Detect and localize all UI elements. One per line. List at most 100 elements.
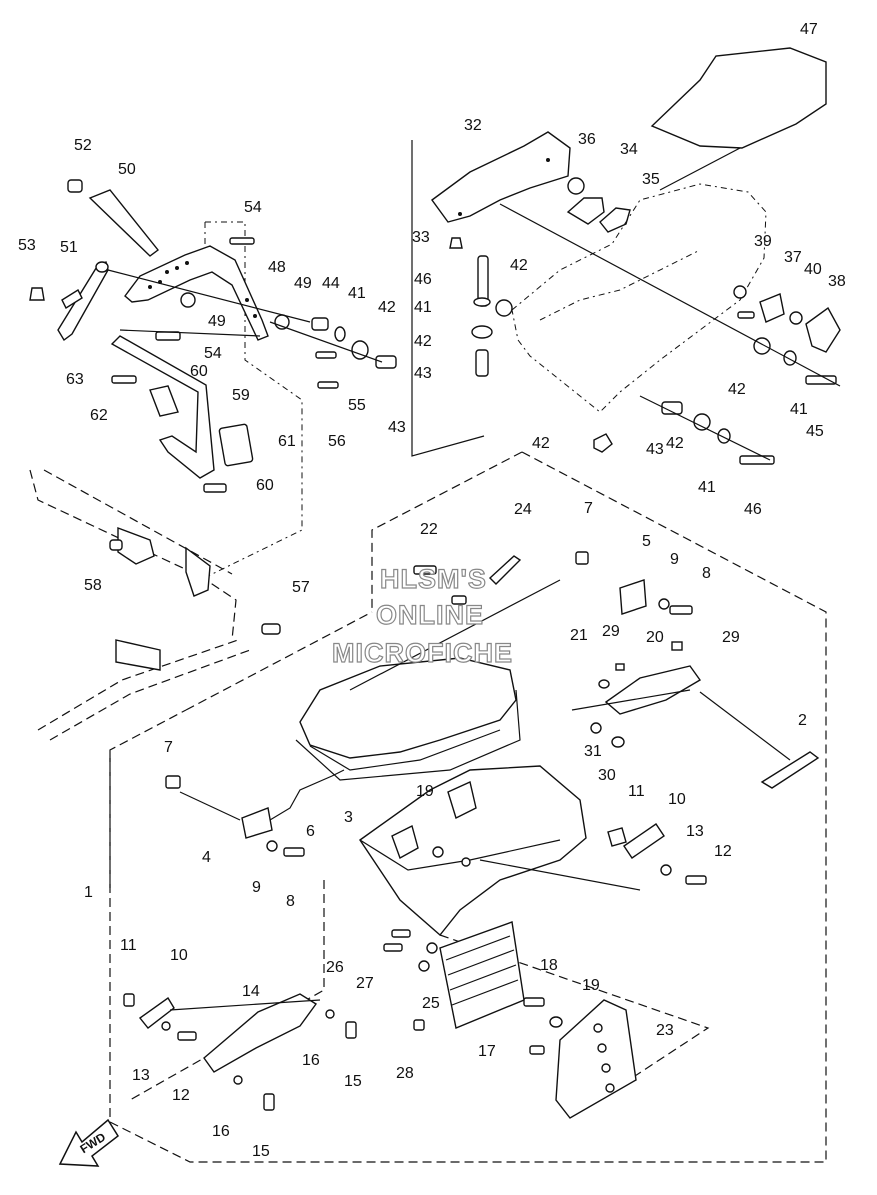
callout-38: 38 — [828, 273, 846, 290]
callout-52: 52 — [74, 137, 92, 154]
callout-7: 7 — [164, 739, 173, 756]
callout-13: 13 — [686, 823, 704, 840]
callout-9: 9 — [670, 551, 679, 568]
callout-18: 18 — [540, 957, 558, 974]
callout-42: 42 — [532, 435, 550, 452]
callout-19: 19 — [582, 977, 600, 994]
callout-11: 11 — [120, 937, 137, 954]
callout-29: 29 — [602, 623, 620, 640]
callout-28: 28 — [396, 1065, 414, 1082]
callout-7: 7 — [584, 500, 593, 517]
callout-54: 54 — [244, 199, 262, 216]
callout-14: 14 — [242, 983, 260, 1000]
callout-42: 42 — [378, 299, 396, 316]
callout-13: 13 — [132, 1067, 150, 1084]
callout-39: 39 — [754, 233, 772, 250]
callout-47: 47 — [800, 21, 818, 38]
callout-42: 42 — [510, 257, 528, 274]
callout-25: 25 — [422, 995, 440, 1012]
callout-4: 4 — [202, 849, 211, 866]
callout-41: 41 — [698, 479, 716, 496]
callout-26: 26 — [326, 959, 344, 976]
callout-36: 36 — [578, 131, 596, 148]
callout-56: 56 — [328, 433, 346, 450]
callout-8: 8 — [702, 565, 711, 582]
callout-61: 61 — [278, 433, 296, 450]
callout-58: 58 — [84, 577, 102, 594]
callout-5: 5 — [642, 533, 651, 550]
saddlebag-main — [165, 551, 820, 937]
callout-9: 9 — [252, 879, 261, 896]
watermark: HLSM'S ONLINE MICROFICHE — [331, 563, 513, 668]
callout-41: 41 — [790, 401, 808, 418]
lower-left-frame — [29, 469, 281, 741]
callout-42: 42 — [728, 381, 746, 398]
callout-33: 33 — [412, 229, 430, 246]
callout-22: 22 — [420, 521, 438, 538]
callout-2: 2 — [798, 712, 807, 729]
watermark-line1: HLSM'S — [380, 564, 487, 594]
callout-44: 44 — [322, 275, 340, 292]
callout-6: 6 — [306, 823, 315, 840]
callout-60: 60 — [190, 363, 208, 380]
callout-41: 41 — [414, 299, 432, 316]
callout-54: 54 — [204, 345, 222, 362]
callout-12: 12 — [172, 1087, 190, 1104]
callout-12: 12 — [714, 843, 732, 860]
callout-51: 51 — [60, 239, 78, 256]
callout-10: 10 — [170, 947, 188, 964]
fwd-arrow-icon: FWD — [58, 1118, 119, 1167]
callout-42: 42 — [414, 333, 432, 350]
callout-49: 49 — [208, 313, 226, 330]
callout-59: 59 — [232, 387, 250, 404]
callout-17: 17 — [478, 1043, 496, 1060]
callout-49: 49 — [294, 275, 312, 292]
callout-19: 19 — [416, 783, 434, 800]
callout-16: 16 — [302, 1052, 320, 1069]
callout-32: 32 — [464, 117, 482, 134]
callout-3: 3 — [344, 809, 353, 826]
callout-45: 45 — [806, 423, 824, 440]
callout-31: 31 — [584, 743, 602, 760]
callout-62: 62 — [90, 407, 108, 424]
callout-50: 50 — [118, 161, 136, 178]
callout-15: 15 — [344, 1073, 362, 1090]
callout-16: 16 — [212, 1123, 230, 1140]
callout-21: 21 — [570, 627, 588, 644]
callout-1: 1 — [84, 884, 93, 901]
lower-parts — [123, 921, 637, 1119]
callout-15: 15 — [252, 1143, 270, 1160]
callout-57: 57 — [292, 579, 310, 596]
callout-53: 53 — [18, 237, 36, 254]
callout-60: 60 — [256, 477, 274, 494]
upper-right-assembly — [411, 47, 841, 465]
callout-34: 34 — [620, 141, 638, 158]
callout-labels: 1234567788991010111112121313141515161617… — [18, 21, 846, 1160]
callout-43: 43 — [414, 365, 432, 382]
watermark-line3: MICROFICHE — [332, 638, 513, 668]
callout-37: 37 — [784, 249, 802, 266]
callout-43: 43 — [646, 441, 664, 458]
callout-30: 30 — [598, 767, 616, 784]
callout-41: 41 — [348, 285, 366, 302]
callout-63: 63 — [66, 371, 84, 388]
callout-40: 40 — [804, 261, 822, 278]
callout-48: 48 — [268, 259, 286, 276]
callout-11: 11 — [628, 783, 645, 800]
callout-29: 29 — [722, 629, 740, 646]
callout-43: 43 — [388, 419, 406, 436]
callout-55: 55 — [348, 397, 366, 414]
callout-8: 8 — [286, 893, 295, 910]
callout-42: 42 — [666, 435, 684, 452]
callout-10: 10 — [668, 791, 686, 808]
watermark-line2: ONLINE — [376, 600, 484, 630]
callout-23: 23 — [656, 1022, 674, 1039]
callout-20: 20 — [646, 629, 664, 646]
callout-46: 46 — [414, 271, 432, 288]
callout-46: 46 — [744, 501, 762, 518]
callout-24: 24 — [514, 501, 532, 518]
callout-35: 35 — [642, 171, 660, 188]
callout-27: 27 — [356, 975, 374, 992]
